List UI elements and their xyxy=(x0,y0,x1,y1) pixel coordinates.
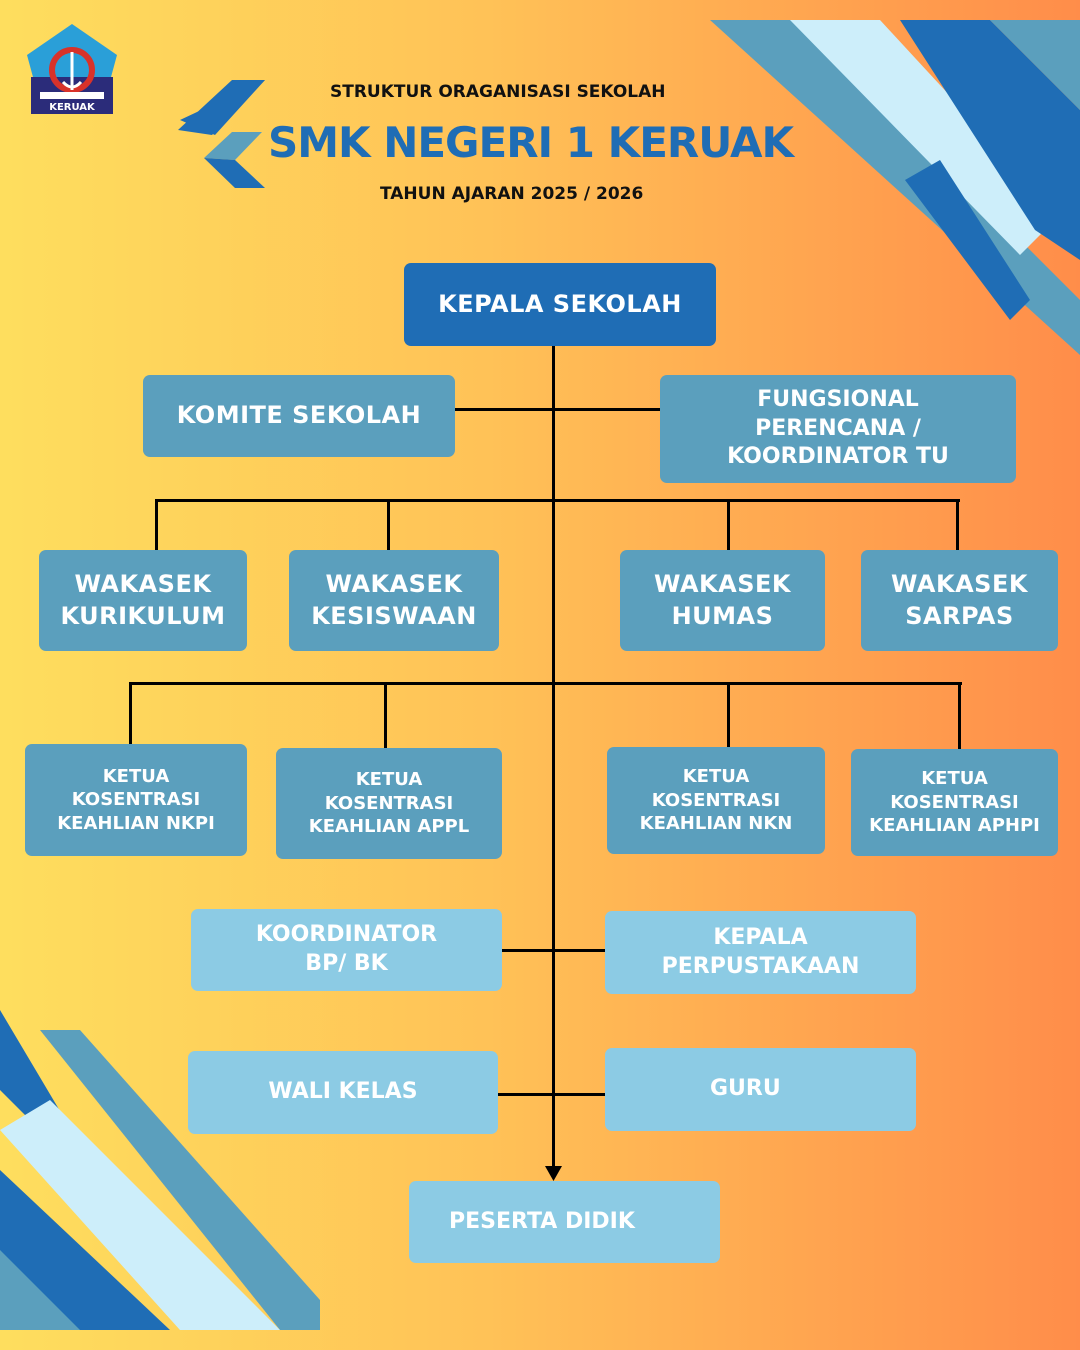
node-ketua-appl: KETUA KOSENTRASI KEAHLIAN APPL xyxy=(276,748,502,859)
wali-connector xyxy=(498,1093,605,1096)
drop-line xyxy=(384,682,387,749)
node-wali-kelas: WALI KELAS xyxy=(188,1051,498,1134)
node-wakasek-sarpas: WAKASEK SARPAS xyxy=(861,550,1058,651)
node-komite-sekolah: KOMITE SEKOLAH xyxy=(143,375,455,457)
school-logo: KERUAK xyxy=(27,24,117,114)
svg-text:KERUAK: KERUAK xyxy=(49,102,96,113)
trunk-line xyxy=(552,345,555,1173)
node-koordinator-bpbk: KOORDINATOR BP/ BK xyxy=(191,909,502,991)
node-fungsional-tu: FUNGSIONAL PERENCANA / KOORDINATOR TU xyxy=(660,375,1016,483)
bpbk-connector xyxy=(502,949,605,952)
school-title: SMK NEGERI 1 KERUAK xyxy=(268,118,794,167)
node-guru: GURU xyxy=(605,1048,916,1131)
chart-subtitle: STRUKTUR ORAGANISASI SEKOLAH xyxy=(330,82,666,102)
node-ketua-nkn: KETUA KOSENTRASI KEAHLIAN NKN xyxy=(607,747,825,854)
node-wakasek-kesiswaan: WAKASEK KESISWAAN xyxy=(289,550,499,651)
node-ketua-aphpi: KETUA KOSENTRASI KEAHLIAN APHPI xyxy=(851,749,1058,856)
node-wakasek-kurikulum: WAKASEK KURIKULUM xyxy=(39,550,247,651)
node-ketua-nkpi: KETUA KOSENTRASI KEAHLIAN NKPI xyxy=(25,744,247,856)
drop-line xyxy=(956,499,959,551)
node-kepala-sekolah: KEPALA SEKOLAH xyxy=(404,263,716,346)
node-wakasek-humas: WAKASEK HUMAS xyxy=(620,550,825,651)
drop-line xyxy=(155,499,158,551)
drop-line xyxy=(727,682,730,748)
drop-line xyxy=(387,499,390,551)
komite-connector xyxy=(455,408,660,411)
arrow-head-icon xyxy=(545,1166,562,1181)
drop-line xyxy=(727,499,730,551)
node-kepala-perpustakaan: KEPALA PERPUSTAKAAN xyxy=(605,911,916,994)
ketua-bus xyxy=(129,682,962,685)
wakasek-bus xyxy=(155,499,960,502)
drop-line xyxy=(958,682,961,750)
academic-year: TAHUN AJARAN 2025 / 2026 xyxy=(380,184,644,204)
drop-line xyxy=(129,682,132,745)
node-peserta-didik: PESERTA DIDIK xyxy=(409,1181,720,1263)
